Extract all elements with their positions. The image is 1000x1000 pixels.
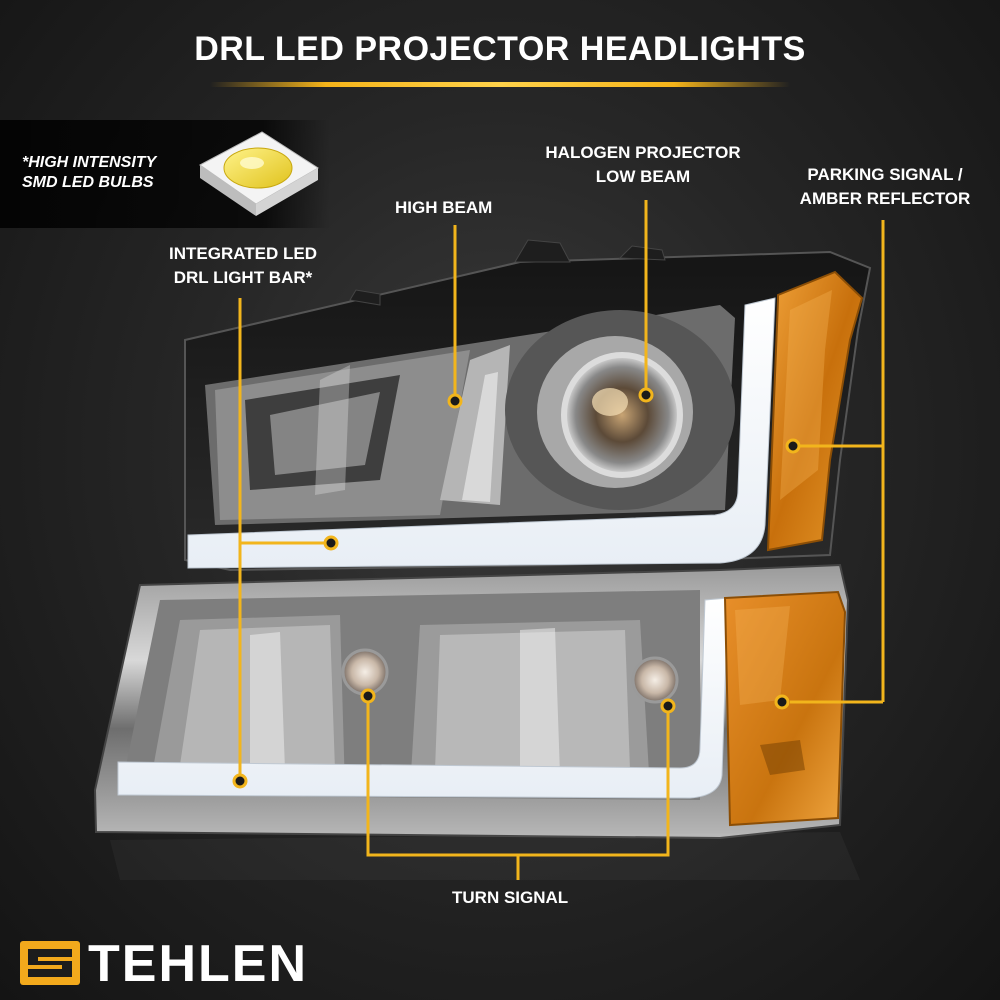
led-badge-line1: *HIGH INTENSITY: [22, 154, 157, 171]
stehlen-logo-mark: [20, 941, 80, 985]
callout-projector: HALOGEN PROJECTOR LOW BEAM: [535, 141, 751, 189]
callout-parking-signal: PARKING SIGNAL / AMBER REFLECTOR: [790, 163, 980, 211]
smd-led-chip-icon: [199, 131, 319, 216]
led-badge-line2: SMD LED BULBS: [22, 174, 154, 191]
callout-dot-parking-lower: [774, 694, 790, 710]
led-badge-text: *HIGH INTENSITY SMD LED BULBS: [22, 153, 202, 193]
callout-dot-drl-upper: [323, 535, 339, 551]
callout-dot-parking-upper: [785, 438, 801, 454]
callout-dot-high-beam: [447, 393, 463, 409]
callout-dots: [232, 387, 801, 789]
callout-high-beam: HIGH BEAM: [395, 198, 493, 217]
callout-dot-projector: [638, 387, 654, 403]
upper-headlight: [184, 239, 872, 572]
callout-drl-line1: INTEGRATED LED: [169, 244, 317, 263]
callout-dot-turn-right: [660, 698, 676, 714]
callout-projector-line2: LOW BEAM: [595, 167, 691, 186]
callout-turn-signal: TURN SIGNAL: [452, 888, 569, 907]
callout-drl-line2: DRL LIGHT BAR*: [173, 268, 313, 287]
callout-lines: [238, 200, 885, 880]
page-title: DRL LED PROJECTOR HEADLIGHTS: [194, 30, 806, 68]
lower-bumper-light: [93, 563, 850, 840]
callout-drl-light-bar: INTEGRATED LED DRL LIGHT BAR*: [160, 242, 326, 290]
callout-parking-line2: AMBER REFLECTOR: [799, 189, 971, 208]
callout-dot-turn-left: [360, 688, 376, 704]
callout-dot-drl-lower: [232, 773, 248, 789]
title-underline: [210, 82, 790, 87]
brand-logo-text: TEHLEN: [88, 935, 308, 993]
callout-parking-line1: PARKING SIGNAL /: [807, 165, 963, 184]
callout-projector-line1: HALOGEN PROJECTOR: [545, 143, 741, 162]
